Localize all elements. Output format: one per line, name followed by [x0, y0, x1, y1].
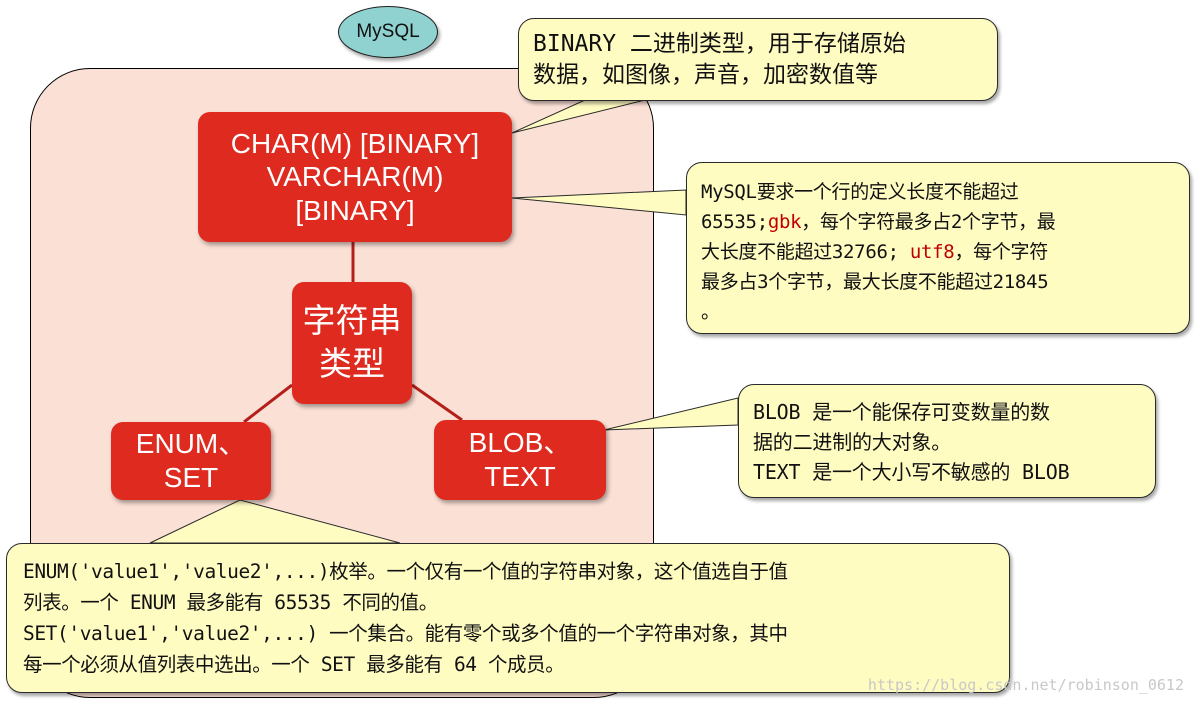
length-note-line-2-suffix: ，每个字符最多占2个字节，最	[801, 211, 1056, 233]
callout-pointer-binary	[511, 99, 646, 134]
enum-note-line-4: 每一个必须从值列表中选出。一个 SET 最多能有 64 个成员。	[23, 653, 565, 676]
string-type-node: 字符串 类型	[292, 282, 412, 404]
enum-set-line-1: ENUM、	[135, 428, 247, 460]
char-varchar-line-3: [BINARY]	[295, 194, 415, 226]
callout-pointer-enum	[149, 499, 401, 544]
length-note-line-4: 最多占3个字节，最大长度不能超过21845	[701, 271, 1049, 293]
enum-set-line-2: SET	[163, 462, 219, 493]
length-note-line-2: 65535;gbk，每个字符最多占2个字节，最	[701, 207, 1175, 237]
mysql-oval: MySQL	[338, 6, 438, 58]
enum-note-line-2: 列表。一个 ENUM 最多能有 65535 不同的值。	[23, 591, 438, 614]
char-varchar-node: CHAR(M) [BINARY] VARCHAR(M) [BINARY]	[198, 112, 512, 242]
length-note-line-5: 。	[701, 301, 720, 323]
blob-note-line-1: BLOB 是一个能保存可变数量的数	[753, 400, 1050, 424]
length-note-line-3: 大长度不能超过32766; utf8，每个字符	[701, 237, 1175, 267]
string-type-line-2: 类型	[319, 344, 385, 383]
watermark-url: https://blog.csdn.net/robinson_0612	[867, 676, 1184, 694]
blob-text-line-1: BLOB、	[468, 427, 572, 459]
connector-string-to-blob	[411, 383, 463, 422]
char-varchar-line-1: CHAR(M) [BINARY]	[230, 127, 480, 159]
blob-text-line-2: TEXT	[484, 461, 556, 492]
blob-note-line-3: TEXT 是一个大小写不敏感的 BLOB	[753, 460, 1070, 484]
binary-note-line-1: BINARY 二进制类型，用于存储原始	[533, 31, 906, 57]
blob-note: BLOB 是一个能保存可变数量的数 据的二进制的大对象。 TEXT 是一个大小写…	[738, 384, 1156, 498]
callout-pointer-blob	[603, 397, 739, 431]
length-note: MySQL要求一个行的定义长度不能超过 65535;gbk，每个字符最多占2个字…	[686, 162, 1190, 334]
callout-pointer-length	[511, 189, 687, 216]
enum-set-note: ENUM('value1','value2',...)枚举。一个仅有一个值的字符…	[6, 543, 1010, 693]
char-varchar-line-2: VARCHAR(M)	[266, 161, 444, 193]
blob-note-line-2: 据的二进制的大对象。	[753, 430, 951, 454]
binary-note-line-2: 数据，如图像，声音，加密数值等	[533, 62, 878, 88]
length-note-line-1: MySQL要求一个行的定义长度不能超过	[701, 181, 1019, 203]
mysql-oval-label: MySQL	[356, 21, 420, 42]
length-note-line-3-prefix: 大长度不能超过32766;	[701, 241, 910, 263]
gbk-highlight: gbk	[767, 211, 802, 233]
utf8-highlight: utf8	[909, 241, 955, 263]
enum-note-line-1: ENUM('value1','value2',...)枚举。一个仅有一个值的字符…	[23, 560, 788, 583]
string-type-line-1: 字符串	[302, 301, 402, 341]
binary-note: BINARY 二进制类型，用于存储原始 数据，如图像，声音，加密数值等	[518, 18, 998, 101]
connector-string-to-enum	[243, 383, 293, 424]
length-note-line-2-prefix: 65535;	[701, 211, 768, 233]
enum-set-node: ENUM、 SET	[111, 422, 271, 500]
length-note-line-3-suffix: ，每个字符	[954, 241, 1048, 263]
enum-note-line-3: SET('value1','value2',...) 一个集合。能有零个或多个值…	[23, 622, 788, 645]
blob-text-node: BLOB、 TEXT	[434, 420, 606, 500]
